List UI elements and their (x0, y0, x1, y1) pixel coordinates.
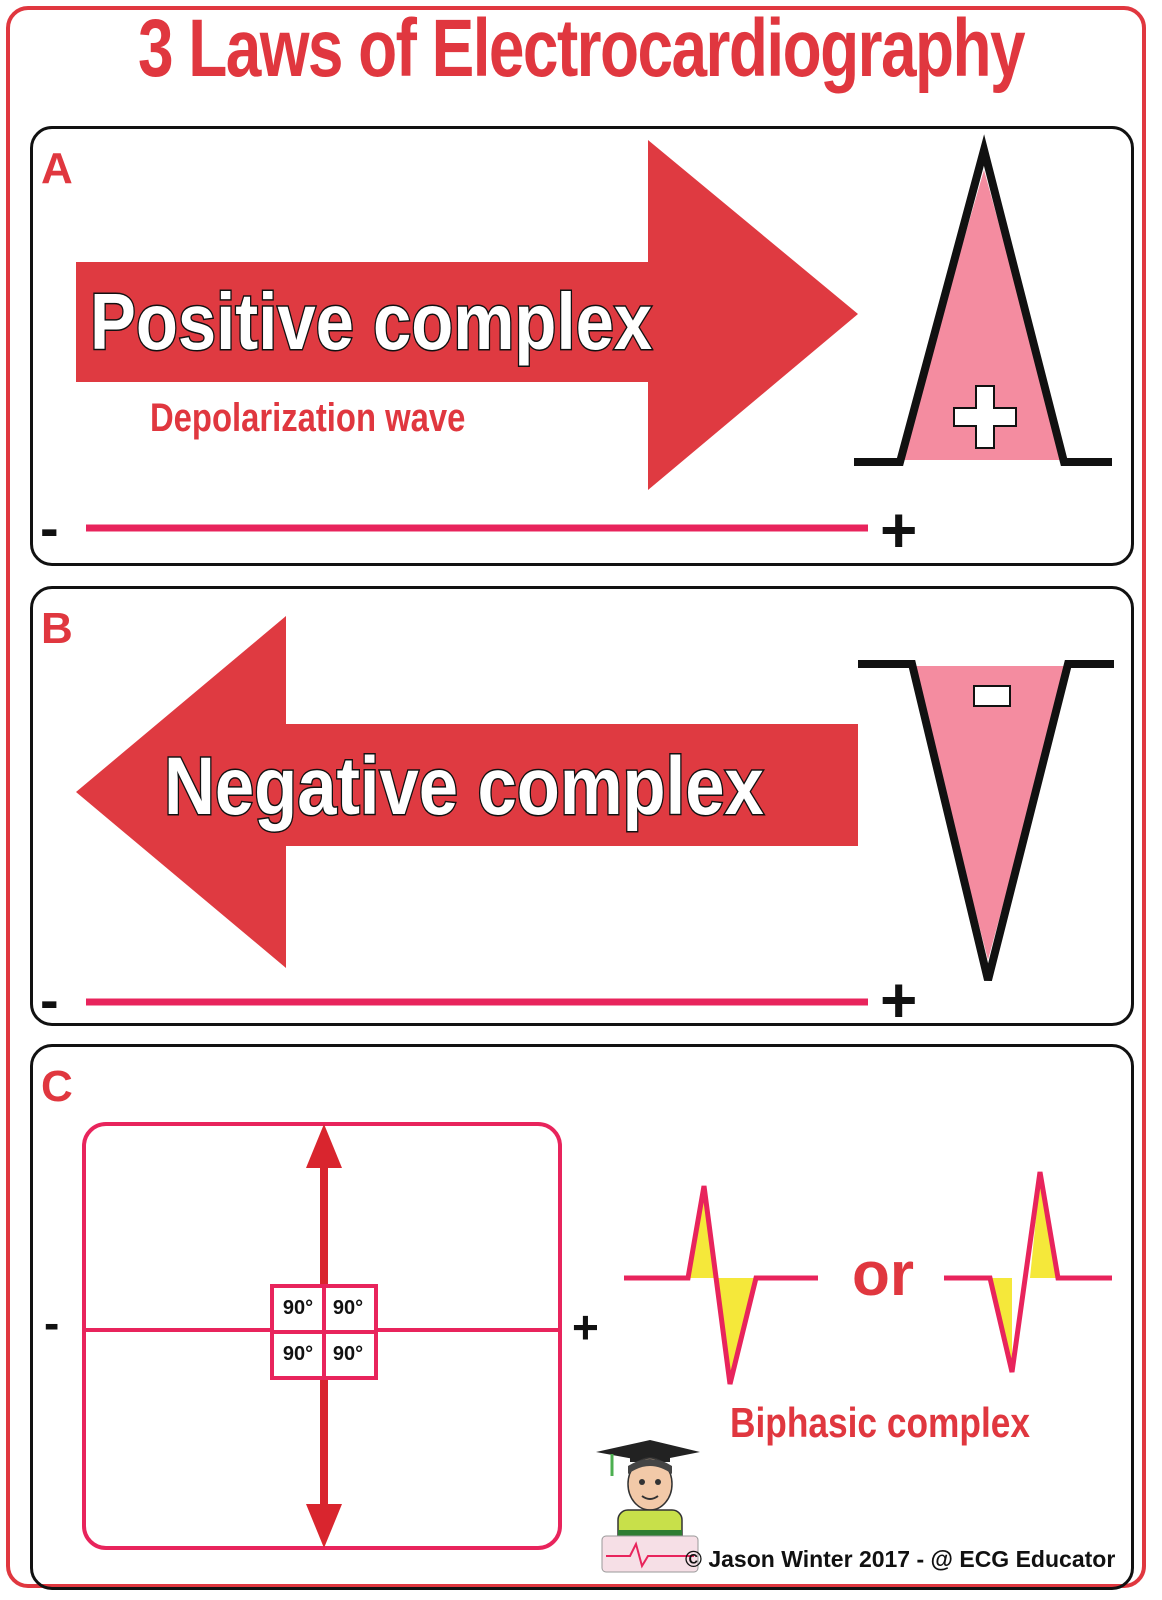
negative-wave (858, 660, 1114, 981)
panel-b-letter: B (41, 604, 73, 653)
axis-positive-b: + (880, 964, 918, 1036)
minus-icon (973, 685, 1011, 707)
axis-negative-b: - (40, 968, 59, 1031)
panel-c-letter: C (41, 1062, 73, 1111)
positive-arrow (76, 140, 858, 490)
axis-negative-a: - (40, 496, 59, 559)
biphasic-wave-2 (944, 1171, 1112, 1373)
axis-positive-c: + (572, 1301, 599, 1353)
positive-wave (854, 134, 1112, 466)
positive-wave-fill (900, 170, 1064, 460)
panel-a: A (30, 126, 1134, 566)
angle-label-bottom-right: 90° (332, 1343, 364, 1365)
lead-field-box (82, 1122, 562, 1550)
panel-a-letter: A (41, 144, 73, 193)
negative-arrow (76, 616, 858, 968)
angle-label-bottom-left: 90° (282, 1343, 314, 1365)
or-label: or (852, 1240, 914, 1309)
panel-c: C (30, 1044, 1134, 1590)
negative-complex-label: Negative complex (163, 741, 765, 832)
plus-icon (953, 385, 1017, 449)
axis-positive-a: + (880, 494, 918, 566)
biphasic-wave-1 (624, 1185, 818, 1385)
poster-border (6, 6, 1146, 1588)
arrow-down-head (306, 1504, 342, 1548)
biphasic-wave-1-fill-up (688, 1188, 716, 1278)
copyright-footer: © Jason Winter 2017 - @ ECG Educator (685, 1546, 1116, 1572)
biphasic-wave-2-fill-up (1030, 1178, 1058, 1278)
angle-label-top-right: 90° (332, 1297, 364, 1319)
axis-negative-c: - (44, 1297, 60, 1349)
angle-label-top-left: 90° (282, 1297, 314, 1319)
positive-complex-label: Positive complex (89, 277, 654, 366)
page-title: 3 Laws of Electrocardiography (137, 3, 1026, 94)
graduate-mascot-icon (596, 1440, 700, 1573)
depolarization-wave-label: Depolarization wave (150, 396, 466, 440)
biphasic-complex-label: Biphasic complex (730, 1399, 1030, 1446)
negative-wave-fill (912, 666, 1068, 960)
biphasic-wave-1-fill-down (716, 1278, 756, 1380)
panel-b: B (30, 586, 1134, 1026)
arrow-up-head (306, 1124, 342, 1168)
